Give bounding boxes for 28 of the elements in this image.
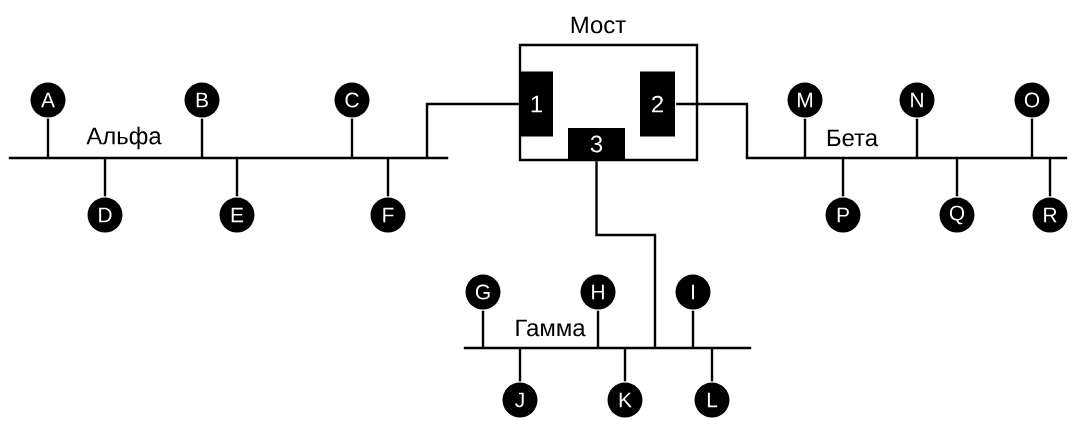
bus-label: Гамма (516, 319, 586, 337)
connector-line (623, 348, 627, 382)
connector-line (46, 118, 50, 158)
connector-line (350, 118, 354, 158)
connector-line (955, 158, 959, 197)
bus-label: Альфа (86, 126, 162, 150)
port-box: 3 (568, 128, 625, 160)
port-box: 1 (520, 71, 553, 137)
bus-label: Бета (827, 129, 879, 147)
connector-line (1048, 158, 1052, 197)
connector-line (841, 158, 845, 197)
connector-line (1030, 118, 1034, 158)
connector-line (425, 102, 519, 158)
bridge-title: Мост (571, 16, 626, 34)
connector-line (200, 118, 204, 158)
connector-line (103, 158, 107, 197)
connector-line (676, 102, 749, 158)
connector-line (481, 310, 485, 348)
connector-line (518, 348, 522, 382)
connector-line (235, 158, 239, 197)
connector-line (915, 118, 919, 158)
connector-line (386, 158, 390, 197)
connector-line (691, 310, 695, 348)
port-box: 2 (640, 71, 675, 137)
connector-line (596, 310, 600, 348)
connector-line (710, 348, 714, 382)
connector-line (595, 161, 657, 348)
connector-line (803, 118, 807, 158)
